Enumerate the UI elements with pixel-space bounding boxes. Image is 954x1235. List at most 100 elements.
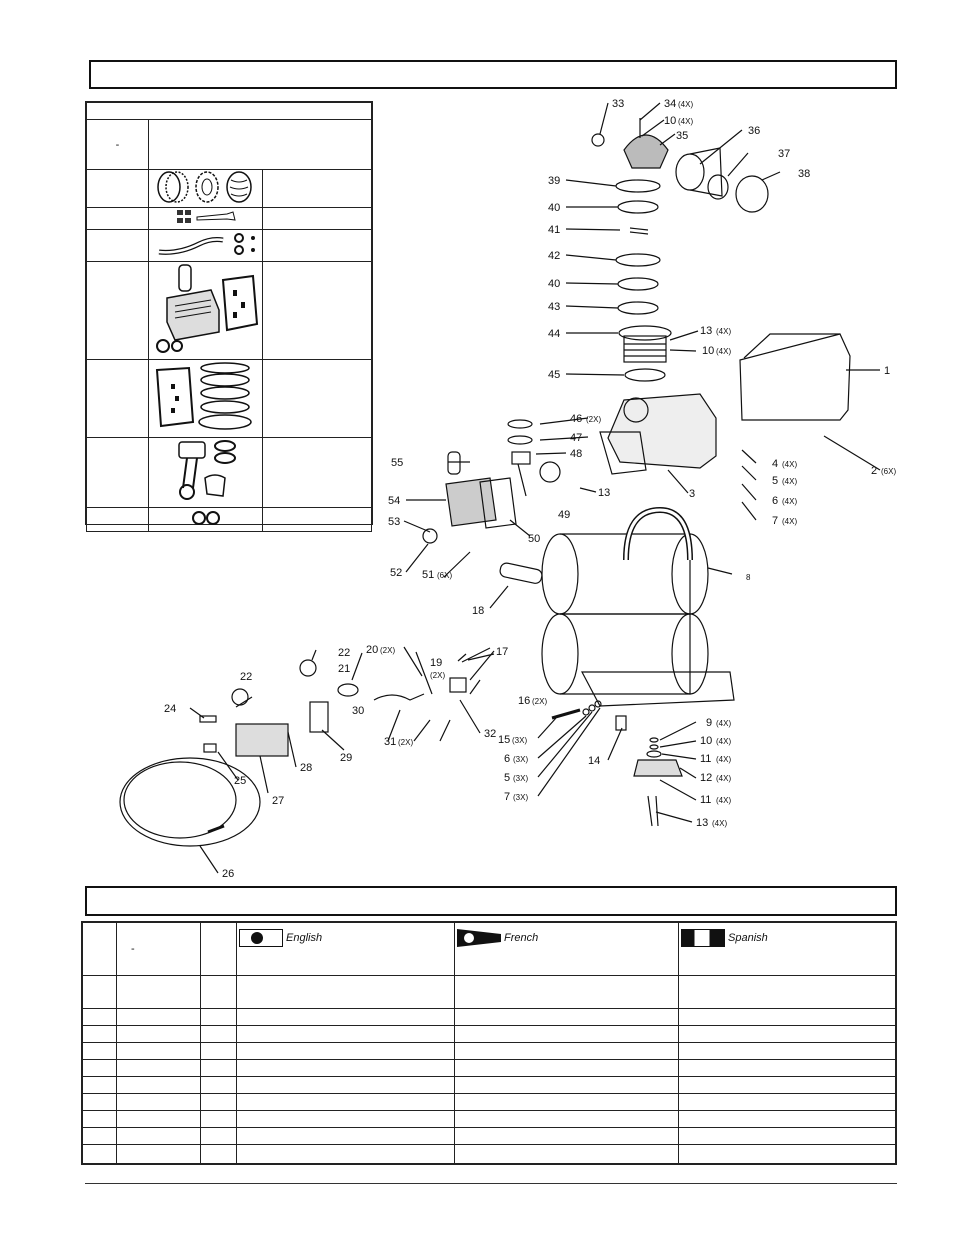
callout-32: 32	[484, 728, 496, 740]
filter-elements-icon	[157, 171, 252, 203]
svg-text:(4X): (4X)	[716, 737, 731, 746]
kit-image-piston	[148, 437, 263, 508]
svg-text:(2X): (2X)	[380, 646, 395, 655]
parts-header-french: French	[454, 922, 679, 976]
callout-50: 50	[528, 533, 540, 545]
table-row	[82, 1008, 896, 1026]
callout-21: 21	[338, 663, 350, 675]
svg-text:(4X): (4X)	[716, 796, 731, 805]
callout-10: 10	[700, 735, 712, 747]
callout-54: 54	[388, 495, 400, 507]
callout-38: 38	[798, 168, 810, 180]
callout-48: 48	[570, 448, 582, 460]
svg-text:(3X): (3X)	[513, 755, 528, 764]
callout-17: 17	[496, 646, 508, 658]
gasket-set-icon	[155, 362, 252, 430]
callout-43: 43	[548, 301, 560, 313]
table-row	[82, 1110, 896, 1128]
svg-text:(2X): (2X)	[532, 697, 547, 706]
spanish-flag-icon	[681, 929, 725, 947]
table-row	[82, 1144, 896, 1164]
callout-34: 34	[664, 98, 676, 110]
svg-text:(4X): (4X)	[716, 327, 731, 336]
kits-header-no: -	[86, 119, 149, 170]
callout-33: 33	[612, 98, 624, 110]
page-title-bar	[89, 60, 897, 89]
callout-16: 16	[518, 695, 530, 707]
svg-text:(4X): (4X)	[716, 347, 731, 356]
svg-text:(3X): (3X)	[512, 736, 527, 745]
callout-10: 10	[702, 345, 714, 357]
svg-text:(3X): (3X)	[513, 774, 528, 783]
callout-41: 41	[548, 224, 560, 236]
callout-51: 51	[422, 569, 434, 581]
part-33	[591, 133, 605, 147]
callout-4: 4	[772, 458, 778, 470]
footer-rule	[85, 1183, 897, 1184]
fitting-icon	[192, 511, 220, 525]
callout-40: 40	[548, 202, 560, 214]
callout-13: 13	[598, 487, 610, 499]
svg-text:(6X): (6X)	[881, 467, 896, 476]
svg-text:(4X): (4X)	[712, 819, 727, 828]
svg-text:(2X): (2X)	[586, 415, 601, 424]
kit-image-filters	[148, 169, 263, 208]
callout-7: 7	[772, 515, 778, 527]
callout-11: 11	[700, 753, 711, 765]
callout-9: 9	[706, 717, 712, 729]
exploded-parts-diagram: 33 34 (4X) 10 (4X) 35 36 37 38 39 40 41 …	[119, 98, 896, 880]
kit-image-fittings	[148, 507, 263, 532]
svg-text:(6X): (6X)	[437, 571, 452, 580]
svg-text:(4X): (4X)	[782, 460, 797, 469]
callout-20: 20	[366, 644, 378, 656]
callout-52: 52	[390, 567, 402, 579]
callout-28: 28	[300, 762, 312, 774]
callout-1: 1	[884, 365, 890, 377]
parts-list-table: - English French	[81, 921, 897, 1165]
callout-6: 6	[772, 495, 778, 507]
parts-header-qty	[200, 922, 237, 976]
callout-37: 37	[778, 148, 790, 160]
callout-26: 26	[222, 868, 234, 880]
svg-text:(4X): (4X)	[782, 517, 797, 526]
callout-3: 3	[689, 488, 695, 500]
callout-53: 53	[388, 516, 400, 528]
callout-36: 36	[748, 125, 760, 137]
callout-14: 14	[588, 755, 600, 767]
parts-list-title-bar	[85, 886, 897, 916]
callout-55: 55	[391, 457, 403, 469]
svg-text:(4X): (4X)	[716, 719, 731, 728]
callout-31: 31	[384, 736, 396, 748]
kit-image-cylinder-head	[148, 261, 263, 360]
table-row	[82, 1093, 896, 1111]
callout-44: 44	[548, 328, 560, 340]
parts-header-english: English	[236, 922, 455, 976]
callout-7: 7	[504, 791, 510, 803]
callout-47: 47	[570, 432, 582, 444]
callout-2: 2	[871, 465, 877, 477]
callout-30: 30	[352, 705, 364, 717]
callout-35: 35	[676, 130, 688, 142]
kits-table: -	[85, 101, 373, 532]
parts-header-ref	[82, 922, 117, 976]
svg-text:(2X): (2X)	[430, 671, 445, 680]
table-row	[82, 1025, 896, 1043]
kit-image-gaskets	[148, 359, 263, 438]
table-row	[82, 1127, 896, 1145]
callout-11: 11	[700, 794, 711, 806]
valve-lever-icon	[177, 210, 236, 223]
callout-6: 6	[504, 753, 510, 765]
svg-text:(4X): (4X)	[782, 477, 797, 486]
callout-29: 29	[340, 752, 352, 764]
callout-46: 46	[570, 413, 582, 425]
french-flag-icon	[457, 929, 501, 947]
parts-header-spanish: Spanish	[678, 922, 896, 976]
callout-19: 19	[430, 657, 442, 669]
english-flag-icon	[239, 929, 283, 947]
parts-header-part-no: -	[116, 922, 201, 976]
callout-5: 5	[772, 475, 778, 487]
callout-40: 40	[548, 278, 560, 290]
kit-image-tube	[148, 229, 263, 262]
svg-text:(4X): (4X)	[678, 100, 693, 109]
callout-13: 13	[696, 817, 708, 829]
